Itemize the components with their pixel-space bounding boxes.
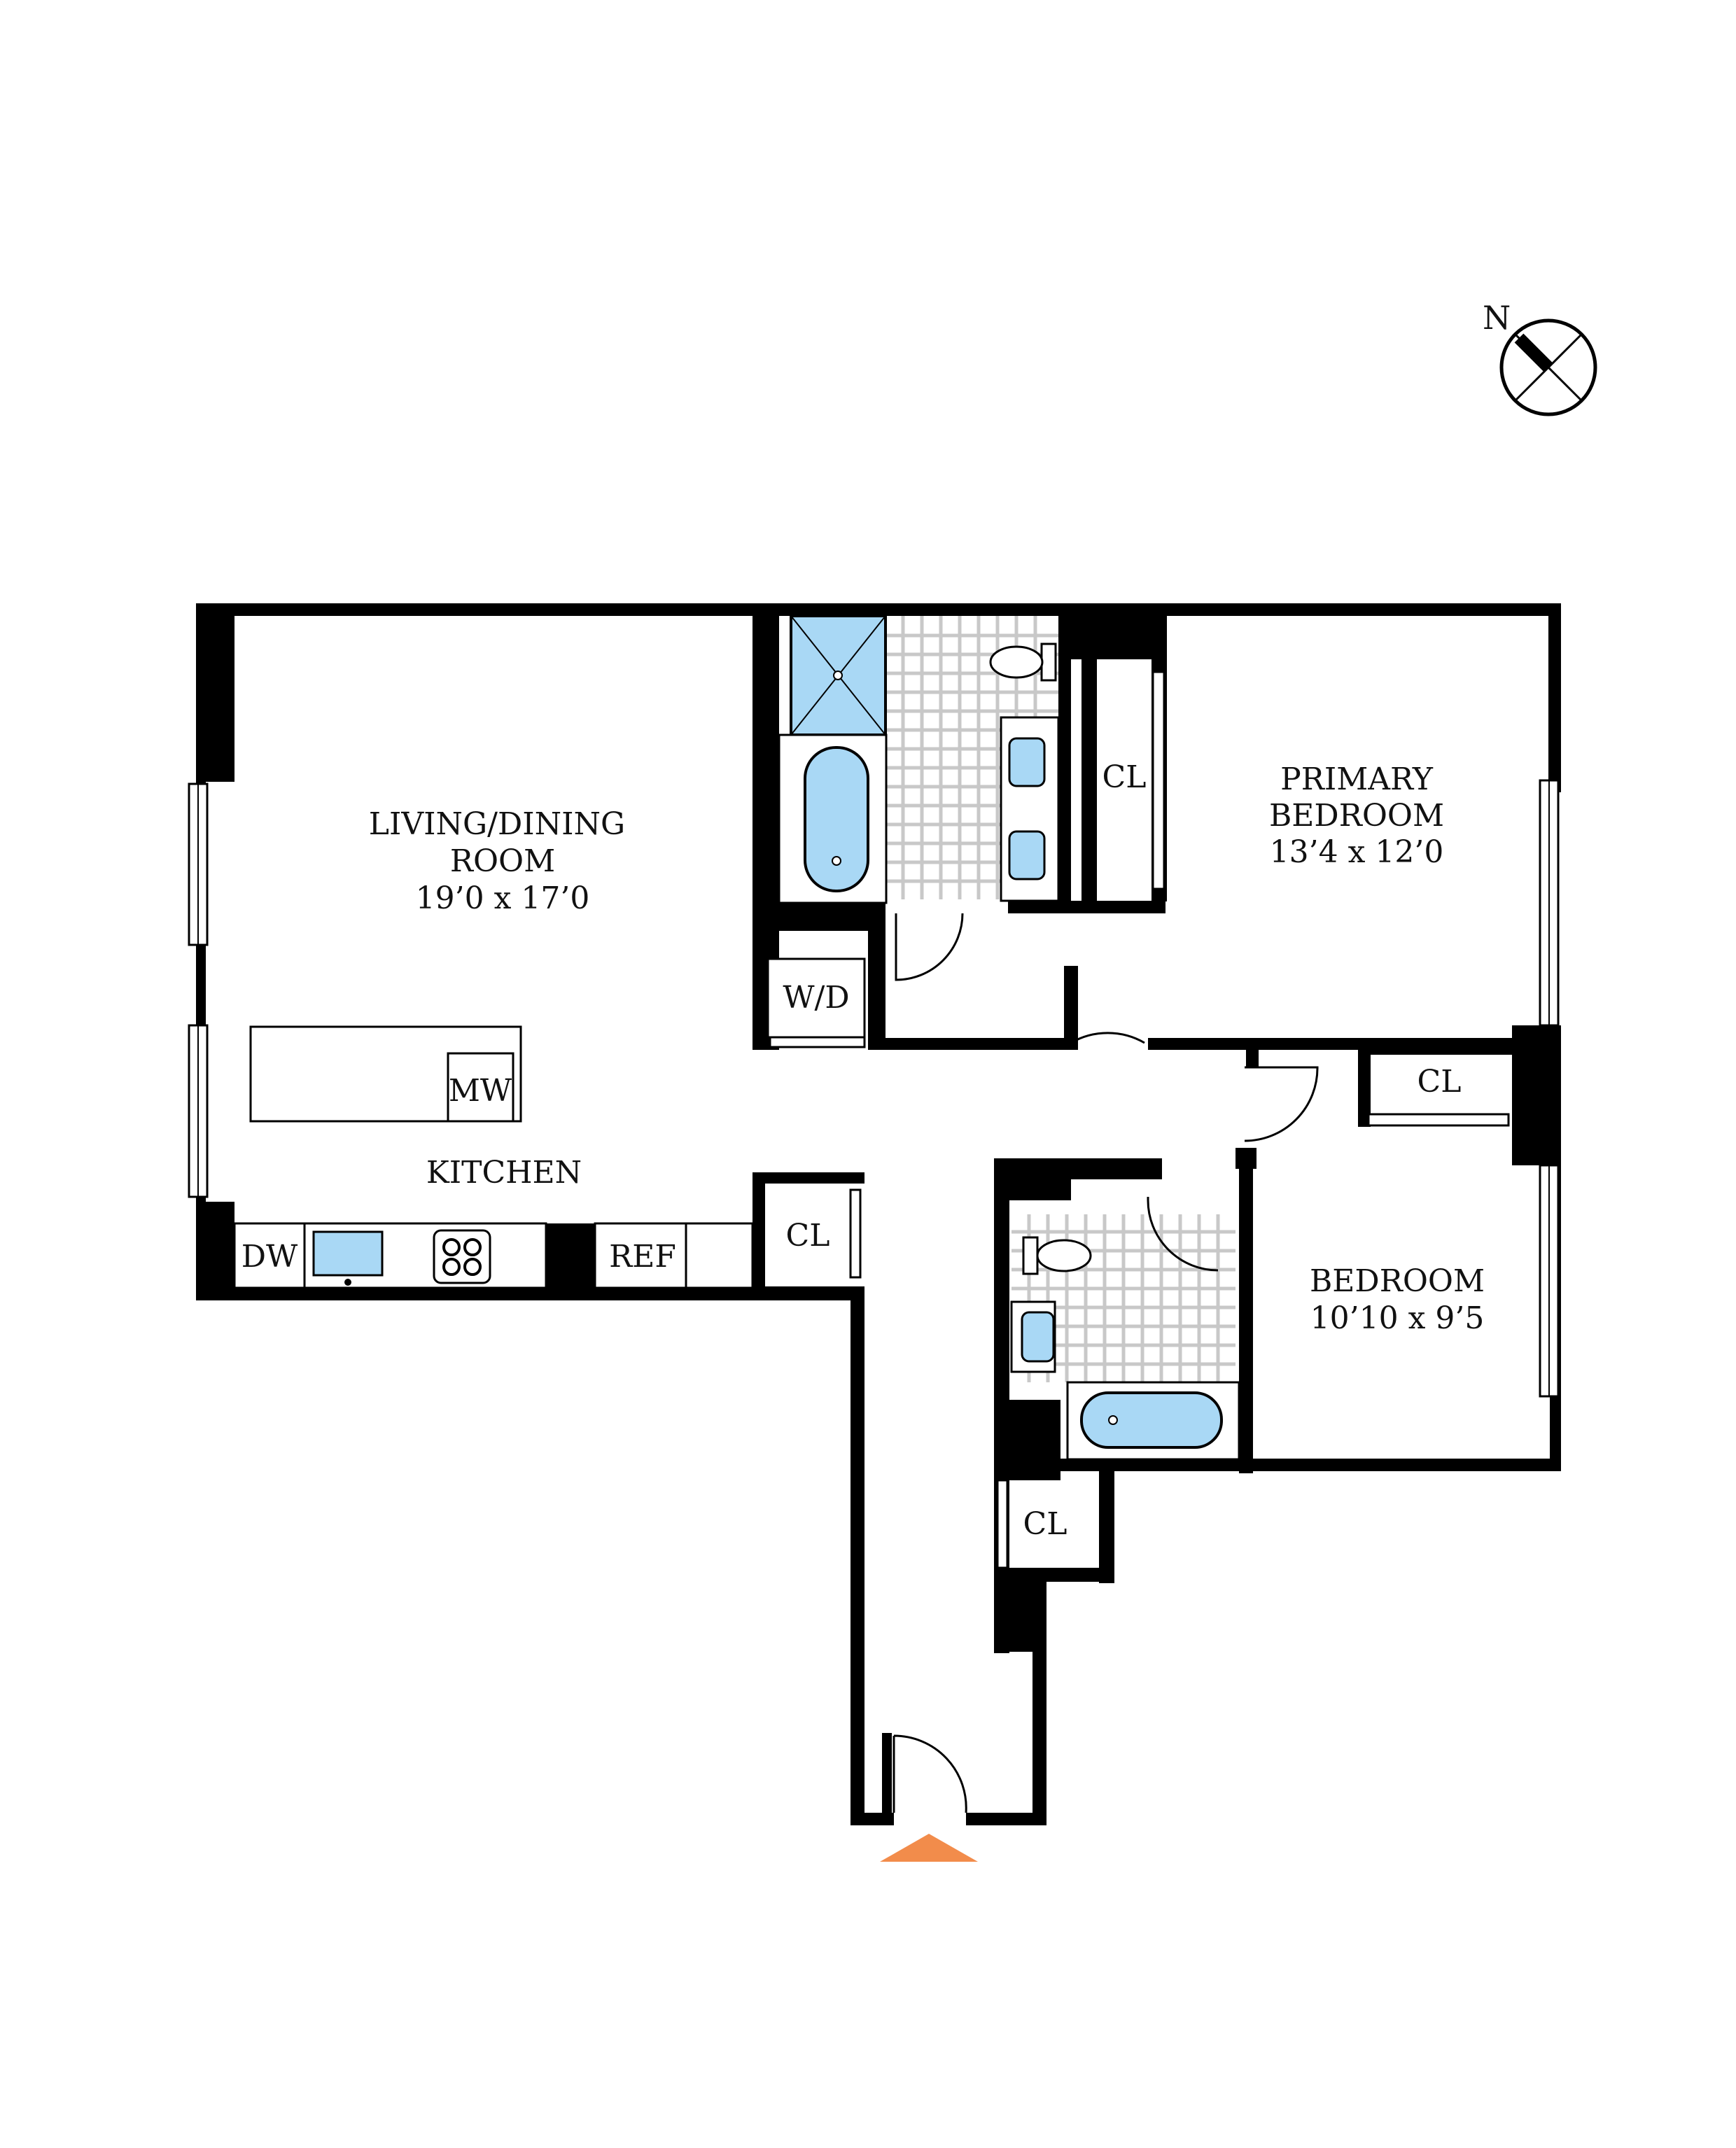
closet-label-primary: CL — [1102, 759, 1147, 795]
closet-label-bedroom: CL — [1418, 1064, 1462, 1100]
dishwasher — [233, 1222, 306, 1289]
bathtub — [804, 746, 869, 892]
entry-door — [892, 1734, 967, 1813]
toilet-icon — [1022, 1236, 1092, 1275]
primary-bedroom-name: PRIMARY — [1280, 761, 1434, 797]
closet-label-hall: CL — [1023, 1506, 1068, 1542]
toilet-icon — [989, 643, 1057, 682]
primary-bedroom-dims: 13’4 x 12’0 — [1270, 834, 1444, 870]
living-room-dims: 19’0 x 17’0 — [416, 880, 590, 916]
entry-arrow-icon — [880, 1834, 978, 1862]
compass: N — [1483, 299, 1597, 416]
living-room-name: LIVING/DINING — [369, 806, 625, 842]
closet-label-kitchen: CL — [786, 1218, 830, 1254]
bedroom-dims: 10’10 x 9’5 — [1310, 1300, 1485, 1336]
north-label: N — [1483, 299, 1511, 337]
sink-icon — [1008, 737, 1046, 787]
microwave — [447, 1052, 514, 1123]
microwave-label: MW — [449, 1073, 512, 1109]
sink-icon — [1021, 1311, 1055, 1363]
counter — [685, 1222, 754, 1289]
living-room-name-2: ROOM — [450, 843, 555, 879]
primary-bathroom — [778, 615, 1060, 981]
washer-dryer — [766, 957, 866, 1039]
sink-icon — [312, 1230, 384, 1277]
sink-icon — [1008, 830, 1046, 880]
dishwasher-label: DW — [241, 1239, 298, 1275]
primary-bedroom-name-2: BEDROOM — [1269, 798, 1444, 834]
labels: LIVING/DINING ROOM 19’0 x 17’0 KITCHEN M… — [241, 759, 1485, 1542]
bathtub — [1080, 1391, 1223, 1449]
kitchen-label: KITCHEN — [426, 1155, 582, 1191]
kitchen-fixtures — [233, 957, 866, 1289]
windows — [188, 671, 1560, 1569]
doors — [892, 969, 1319, 1813]
refrigerator-label: REF — [609, 1239, 676, 1275]
second-bathroom — [1010, 1197, 1240, 1461]
washer-dryer-label: W/D — [783, 980, 849, 1016]
cooktop-icon — [433, 1229, 491, 1284]
north-needle-icon — [1514, 333, 1553, 372]
bedroom-name: BEDROOM — [1310, 1263, 1485, 1299]
